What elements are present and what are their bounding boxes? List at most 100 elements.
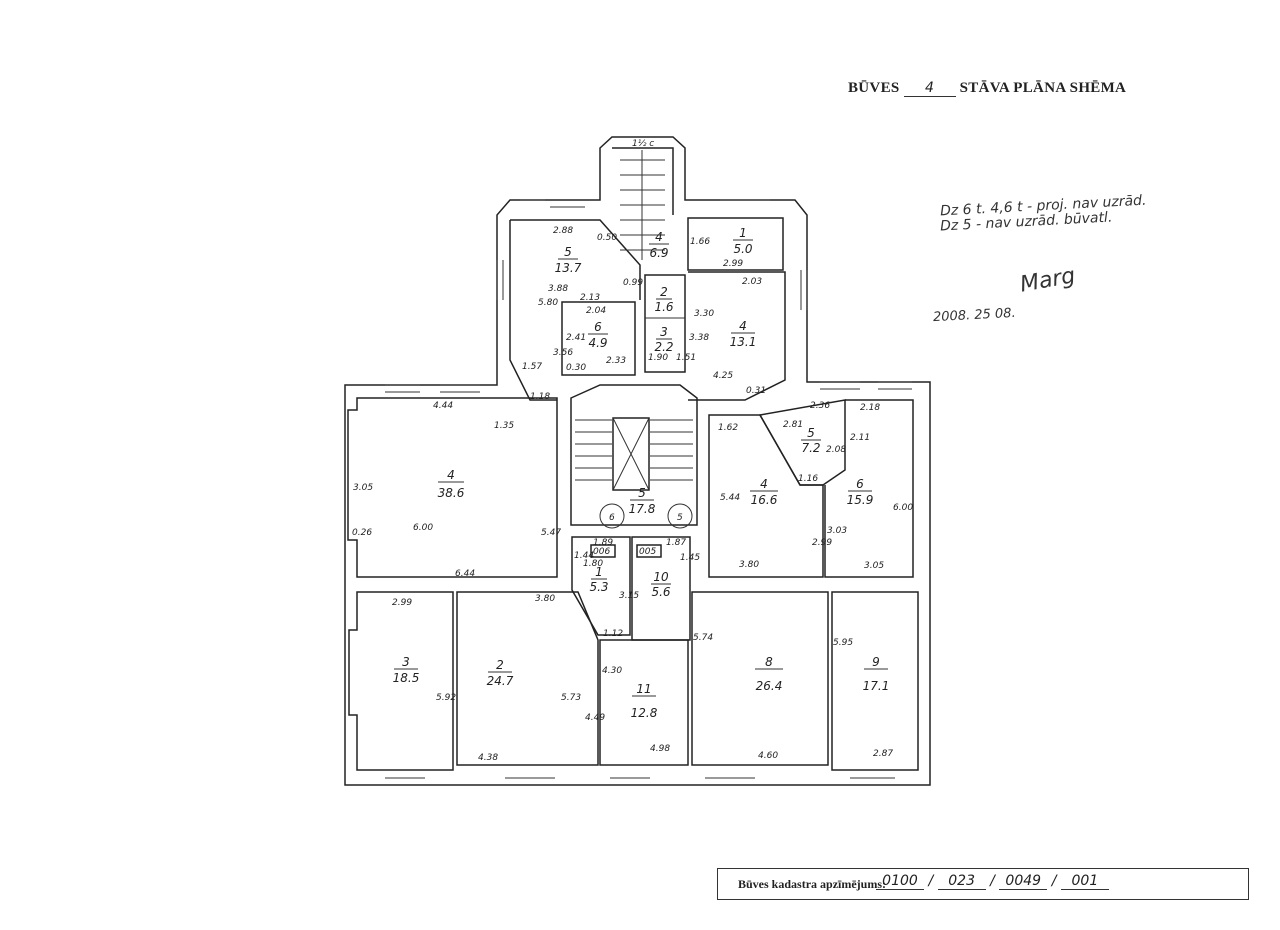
plan-line xyxy=(636,544,662,558)
dimension-label: 5.44 xyxy=(720,493,740,503)
dimension-label: 1.51 xyxy=(676,353,696,363)
cadastre-code: 0100 / 023 / 0049 / 001 xyxy=(876,873,1109,890)
room-label: 105.6 xyxy=(651,570,671,599)
room-label: 57.2 xyxy=(801,426,821,455)
dimension-label: 0.31 xyxy=(746,386,766,396)
dimension-label: 0.50 xyxy=(597,233,617,243)
room-text: 5.6 xyxy=(651,585,670,599)
plan-line xyxy=(571,536,631,636)
room-label: 513.7 xyxy=(555,245,582,275)
dimension-label: 1.18 xyxy=(530,392,550,402)
plan-line xyxy=(456,591,599,766)
plan-line xyxy=(612,147,674,215)
dimension-label: 2.33 xyxy=(606,356,626,366)
room-text: 2 xyxy=(496,658,504,672)
dimension-label: 2.41 xyxy=(566,333,586,343)
dimension-label: 2.18 xyxy=(860,403,880,413)
room-text: 16.6 xyxy=(751,493,778,507)
room-text: 26.4 xyxy=(756,679,783,693)
room-label: 318.5 xyxy=(393,655,420,685)
dimension-label: 3.15 xyxy=(619,591,639,601)
cadastre-part: 0100 xyxy=(876,873,924,890)
dimension-label: 2.99 xyxy=(723,259,743,269)
cadastre-part: 023 xyxy=(937,873,986,890)
plan-line xyxy=(561,301,636,376)
plan-title: BŪVES 4 STĀVA PLĀNA SHĒMA xyxy=(848,80,1126,97)
dimension-label: 3.80 xyxy=(535,594,555,604)
room-label: 413.1 xyxy=(730,319,757,349)
plan-line xyxy=(344,136,931,786)
dimension-label: 2.81 xyxy=(783,420,803,430)
plan-line xyxy=(688,271,786,401)
room-text: 8 xyxy=(765,655,773,669)
title-prefix: BŪVES xyxy=(848,80,900,96)
dimension-label: 1.89 xyxy=(593,538,613,548)
dimension-label: 2.13 xyxy=(580,293,600,303)
dimension-label: 2.03 xyxy=(742,277,762,287)
circle-label: 6 xyxy=(609,513,615,523)
dimension-label: 2.11 xyxy=(850,433,870,443)
room-text: 2 xyxy=(660,285,668,299)
room-label: 64.9 xyxy=(588,320,608,350)
plan-line xyxy=(570,384,698,526)
room-label: 11 12.8 xyxy=(631,682,658,720)
dimension-label: 5.47 xyxy=(541,528,561,538)
room-text: 1 xyxy=(739,226,747,240)
room-label: 21.6 xyxy=(654,285,673,314)
room-label: 224.7 xyxy=(487,658,514,688)
room-text: 17.1 xyxy=(863,679,890,693)
dimension-label: 4.30 xyxy=(602,666,622,676)
room-text: 12.8 xyxy=(631,706,658,720)
dimension-label: 5.92 xyxy=(436,693,456,703)
dimension-label: 3.56 xyxy=(553,348,573,358)
room-text: 13.1 xyxy=(730,335,757,349)
dimension-label: 2.04 xyxy=(586,306,606,316)
dimension-label: 3.80 xyxy=(739,560,759,570)
room-label: 32.2 xyxy=(654,325,673,354)
room-text: 4 xyxy=(739,319,747,333)
plan-line xyxy=(348,591,454,771)
room-label: 46.9 xyxy=(649,230,669,260)
room-text: 17.8 xyxy=(629,502,656,516)
plan-line xyxy=(667,503,693,529)
plan-line xyxy=(599,639,689,766)
room-text: 4.9 xyxy=(588,336,607,350)
room-text: 5 xyxy=(638,486,646,500)
circle-label: 5 xyxy=(677,513,683,523)
plan-line xyxy=(575,419,693,481)
room-text: 5.0 xyxy=(733,242,752,256)
cadastre-box: Būves kadastra apzīmējums: 0100 / 023 / … xyxy=(717,868,1249,900)
room-label: 917.1 xyxy=(863,655,890,693)
cadastre-label: Būves kadastra apzīmējums: xyxy=(738,877,887,891)
room-text: 4 xyxy=(655,230,663,244)
room-label: 826.4 xyxy=(755,655,783,693)
room-text: 11 xyxy=(636,682,651,696)
dimension-label: 6.44 xyxy=(455,569,475,579)
dimension-label: 1.35 xyxy=(494,421,514,431)
dimension-label: 2.36 xyxy=(810,401,830,411)
dimension-label: 1.57 xyxy=(522,362,542,372)
shaft-label: 005 xyxy=(639,547,656,557)
room-text: 3 xyxy=(660,325,668,339)
dimension-label: 0.99 xyxy=(623,278,643,288)
dimension-label: 1.87 xyxy=(666,538,686,548)
dimension-label: 3.05 xyxy=(864,561,884,571)
dimension-label: 4.38 xyxy=(478,753,498,763)
dimension-label: 3.38 xyxy=(689,333,709,343)
dimension-label: 3.03 xyxy=(827,526,847,536)
floor-number: 4 xyxy=(903,80,956,97)
room-text: 6 xyxy=(594,320,602,334)
dimension-label: 5.74 xyxy=(693,633,713,643)
dimension-label: 3.88 xyxy=(548,284,568,294)
dimension-label: 1.16 xyxy=(798,474,818,484)
room-text: 10 xyxy=(653,570,669,584)
plan-line xyxy=(644,274,686,373)
room-text: 5 xyxy=(807,426,815,440)
room-text: 9 xyxy=(872,655,880,669)
dimension-label: 6.00 xyxy=(893,503,913,513)
dimension-label: 1.90 xyxy=(648,353,668,363)
dimension-label: 5.80 xyxy=(538,298,558,308)
room-text: 1 xyxy=(595,565,603,579)
dimension-label: 4.44 xyxy=(433,401,453,411)
room-text: 6.9 xyxy=(649,246,668,260)
